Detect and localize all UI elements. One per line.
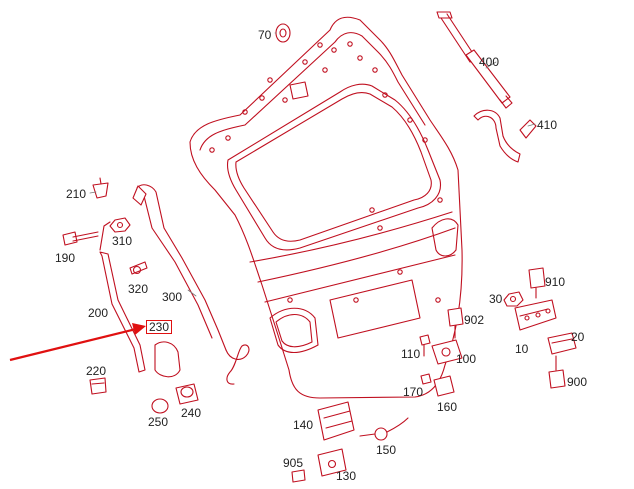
- part-910-connector: [528, 267, 546, 299]
- part-20-actuator: [547, 332, 577, 355]
- label-part-190[interactable]: 190: [55, 251, 76, 265]
- label-part-70[interactable]: 70: [258, 28, 272, 42]
- part-230-cover: [154, 341, 181, 378]
- label-part-210[interactable]: 210: [66, 187, 87, 201]
- label-part-240[interactable]: 240: [181, 406, 202, 420]
- part-30-nut: [503, 291, 524, 307]
- part-140-lock-housing: [317, 401, 355, 441]
- label-part-140[interactable]: 140: [293, 418, 314, 432]
- leader-lines: [89, 32, 536, 297]
- part-250-plug: [151, 398, 169, 414]
- label-part-300[interactable]: 300: [162, 290, 183, 304]
- part-210-clip: [92, 177, 109, 199]
- part-170-screw: [420, 373, 432, 385]
- part-900-connector: [548, 355, 566, 389]
- label-part-320[interactable]: 320: [128, 282, 149, 296]
- part-400-gas-strut: [436, 11, 513, 109]
- part-70-grommet: [275, 23, 291, 43]
- part-300-harness: [132, 184, 250, 385]
- part-905-connector: [291, 469, 306, 483]
- part-130-latch: [317, 448, 347, 477]
- label-part-160[interactable]: 160: [437, 400, 458, 414]
- part-410-bracket: [473, 109, 537, 163]
- label-part-910[interactable]: 910: [545, 275, 566, 289]
- part-10-switch-module: [514, 299, 557, 331]
- part-320-pin: [129, 261, 148, 275]
- part-100-handle: [431, 339, 463, 365]
- label-part-200[interactable]: 200: [88, 306, 109, 320]
- part-220-clip: [89, 377, 107, 395]
- label-part-310[interactable]: 310: [112, 234, 133, 248]
- part-110-screw: [419, 334, 431, 357]
- label-part-250[interactable]: 250: [148, 415, 169, 429]
- part-190-bolt: [62, 231, 99, 246]
- tailgate-panel: [189, 16, 463, 399]
- part-160-bracket: [433, 375, 455, 397]
- label-part-400[interactable]: 400: [479, 55, 500, 69]
- label-part-170[interactable]: 170: [403, 385, 424, 399]
- label-part-230[interactable]: 230: [146, 320, 173, 334]
- label-part-100[interactable]: 100: [456, 352, 477, 366]
- label-part-902[interactable]: 902: [464, 313, 485, 327]
- part-150-lock-cylinder: [359, 417, 409, 441]
- label-part-220[interactable]: 220: [86, 364, 107, 378]
- label-part-130[interactable]: 130: [336, 469, 357, 483]
- label-part-20[interactable]: 20: [571, 330, 585, 344]
- label-part-410[interactable]: 410: [537, 118, 558, 132]
- label-part-110[interactable]: 110: [401, 347, 421, 361]
- label-part-150[interactable]: 150: [376, 443, 397, 457]
- part-200-support-rod: [99, 221, 146, 373]
- callout-arrow: [9, 323, 146, 362]
- label-part-30[interactable]: 30: [489, 292, 503, 306]
- label-part-905[interactable]: 905: [283, 456, 304, 470]
- part-902-connector: [447, 307, 464, 339]
- label-part-10[interactable]: 10: [515, 342, 529, 356]
- part-240-bumper: [175, 383, 199, 405]
- label-part-900[interactable]: 900: [567, 375, 588, 389]
- part-310-nut: [109, 217, 131, 233]
